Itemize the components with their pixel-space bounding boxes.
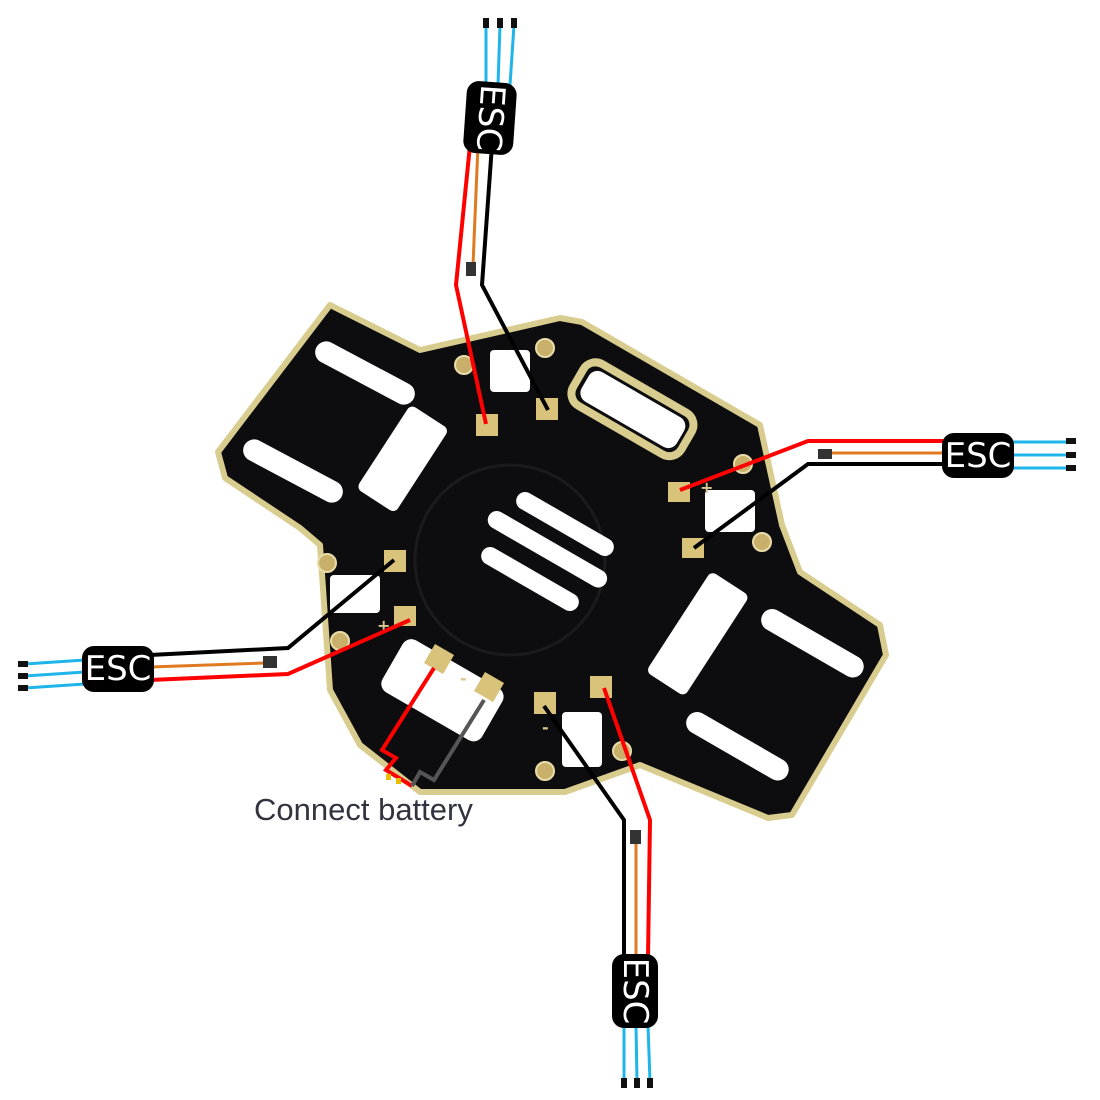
esc-label: ESC: [85, 649, 152, 689]
esc-label: ESC: [615, 958, 655, 1025]
esc-module-left: ESC: [82, 646, 154, 692]
esc-bottom-wiring: [542, 687, 653, 1083]
minus-sign: -: [460, 669, 467, 688]
esc-module-bottom: ESC: [612, 954, 658, 1028]
connect-battery-caption: Connect battery: [254, 792, 473, 827]
esc-left-wiring: [24, 558, 411, 690]
esc-label: ESC: [468, 83, 513, 152]
minus-sign: -: [542, 718, 549, 737]
esc-label: ESC: [945, 436, 1012, 476]
esc-module-top: ESC: [463, 81, 517, 155]
wire-terminals: [18, 18, 1076, 1088]
board-slots: [243, 341, 864, 781]
solder-pads: [384, 398, 704, 714]
board-center-ring: [413, 463, 607, 657]
esc-right-wiring: [679, 439, 1070, 550]
esc-module-right: ESC: [942, 433, 1014, 478]
esc-top-wiring: [453, 24, 550, 425]
battery-wires: [379, 666, 486, 788]
